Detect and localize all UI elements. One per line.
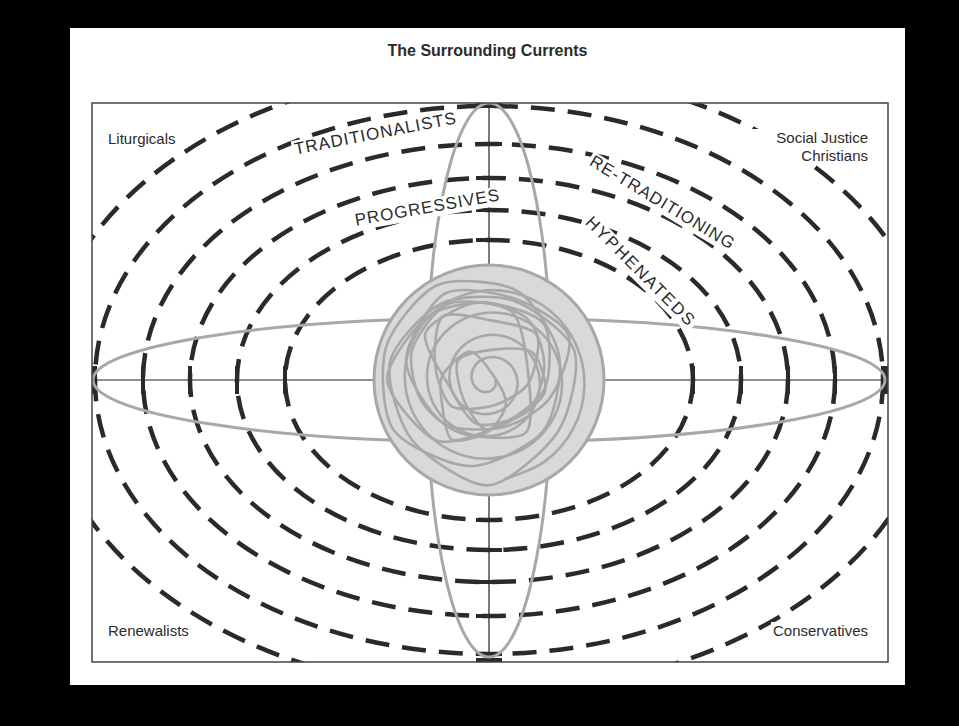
- axis-tick: [833, 366, 837, 394]
- quadrant-label: Liturgicals: [106, 130, 178, 148]
- axis-tick: [691, 366, 695, 394]
- quadrant-label: Social Justice Christians: [748, 129, 870, 165]
- axis-tick: [188, 366, 192, 394]
- axis-tick: [141, 366, 145, 394]
- axis-tick: [786, 366, 790, 394]
- axis-tick: [476, 614, 502, 618]
- center-disc: [374, 265, 604, 495]
- quadrant-label: Conservatives: [771, 622, 870, 640]
- quadrant-label: Renewalists: [106, 622, 191, 640]
- panel: [70, 28, 905, 685]
- axis-tick: [739, 366, 743, 394]
- axis-tick: [476, 580, 502, 584]
- inner-frame: [92, 103, 888, 662]
- current-ring: [92, 103, 888, 662]
- axis-tick: [283, 366, 287, 394]
- axis-tick: [235, 366, 239, 394]
- scribble-spiral: [405, 290, 585, 479]
- axis-tick: [476, 142, 502, 146]
- axis-tick: [476, 176, 502, 180]
- axis-tick: [476, 548, 502, 552]
- axis-tick: [476, 518, 502, 522]
- diagram-title: The Surrounding Currents: [70, 42, 905, 60]
- axis-tick: [476, 238, 502, 242]
